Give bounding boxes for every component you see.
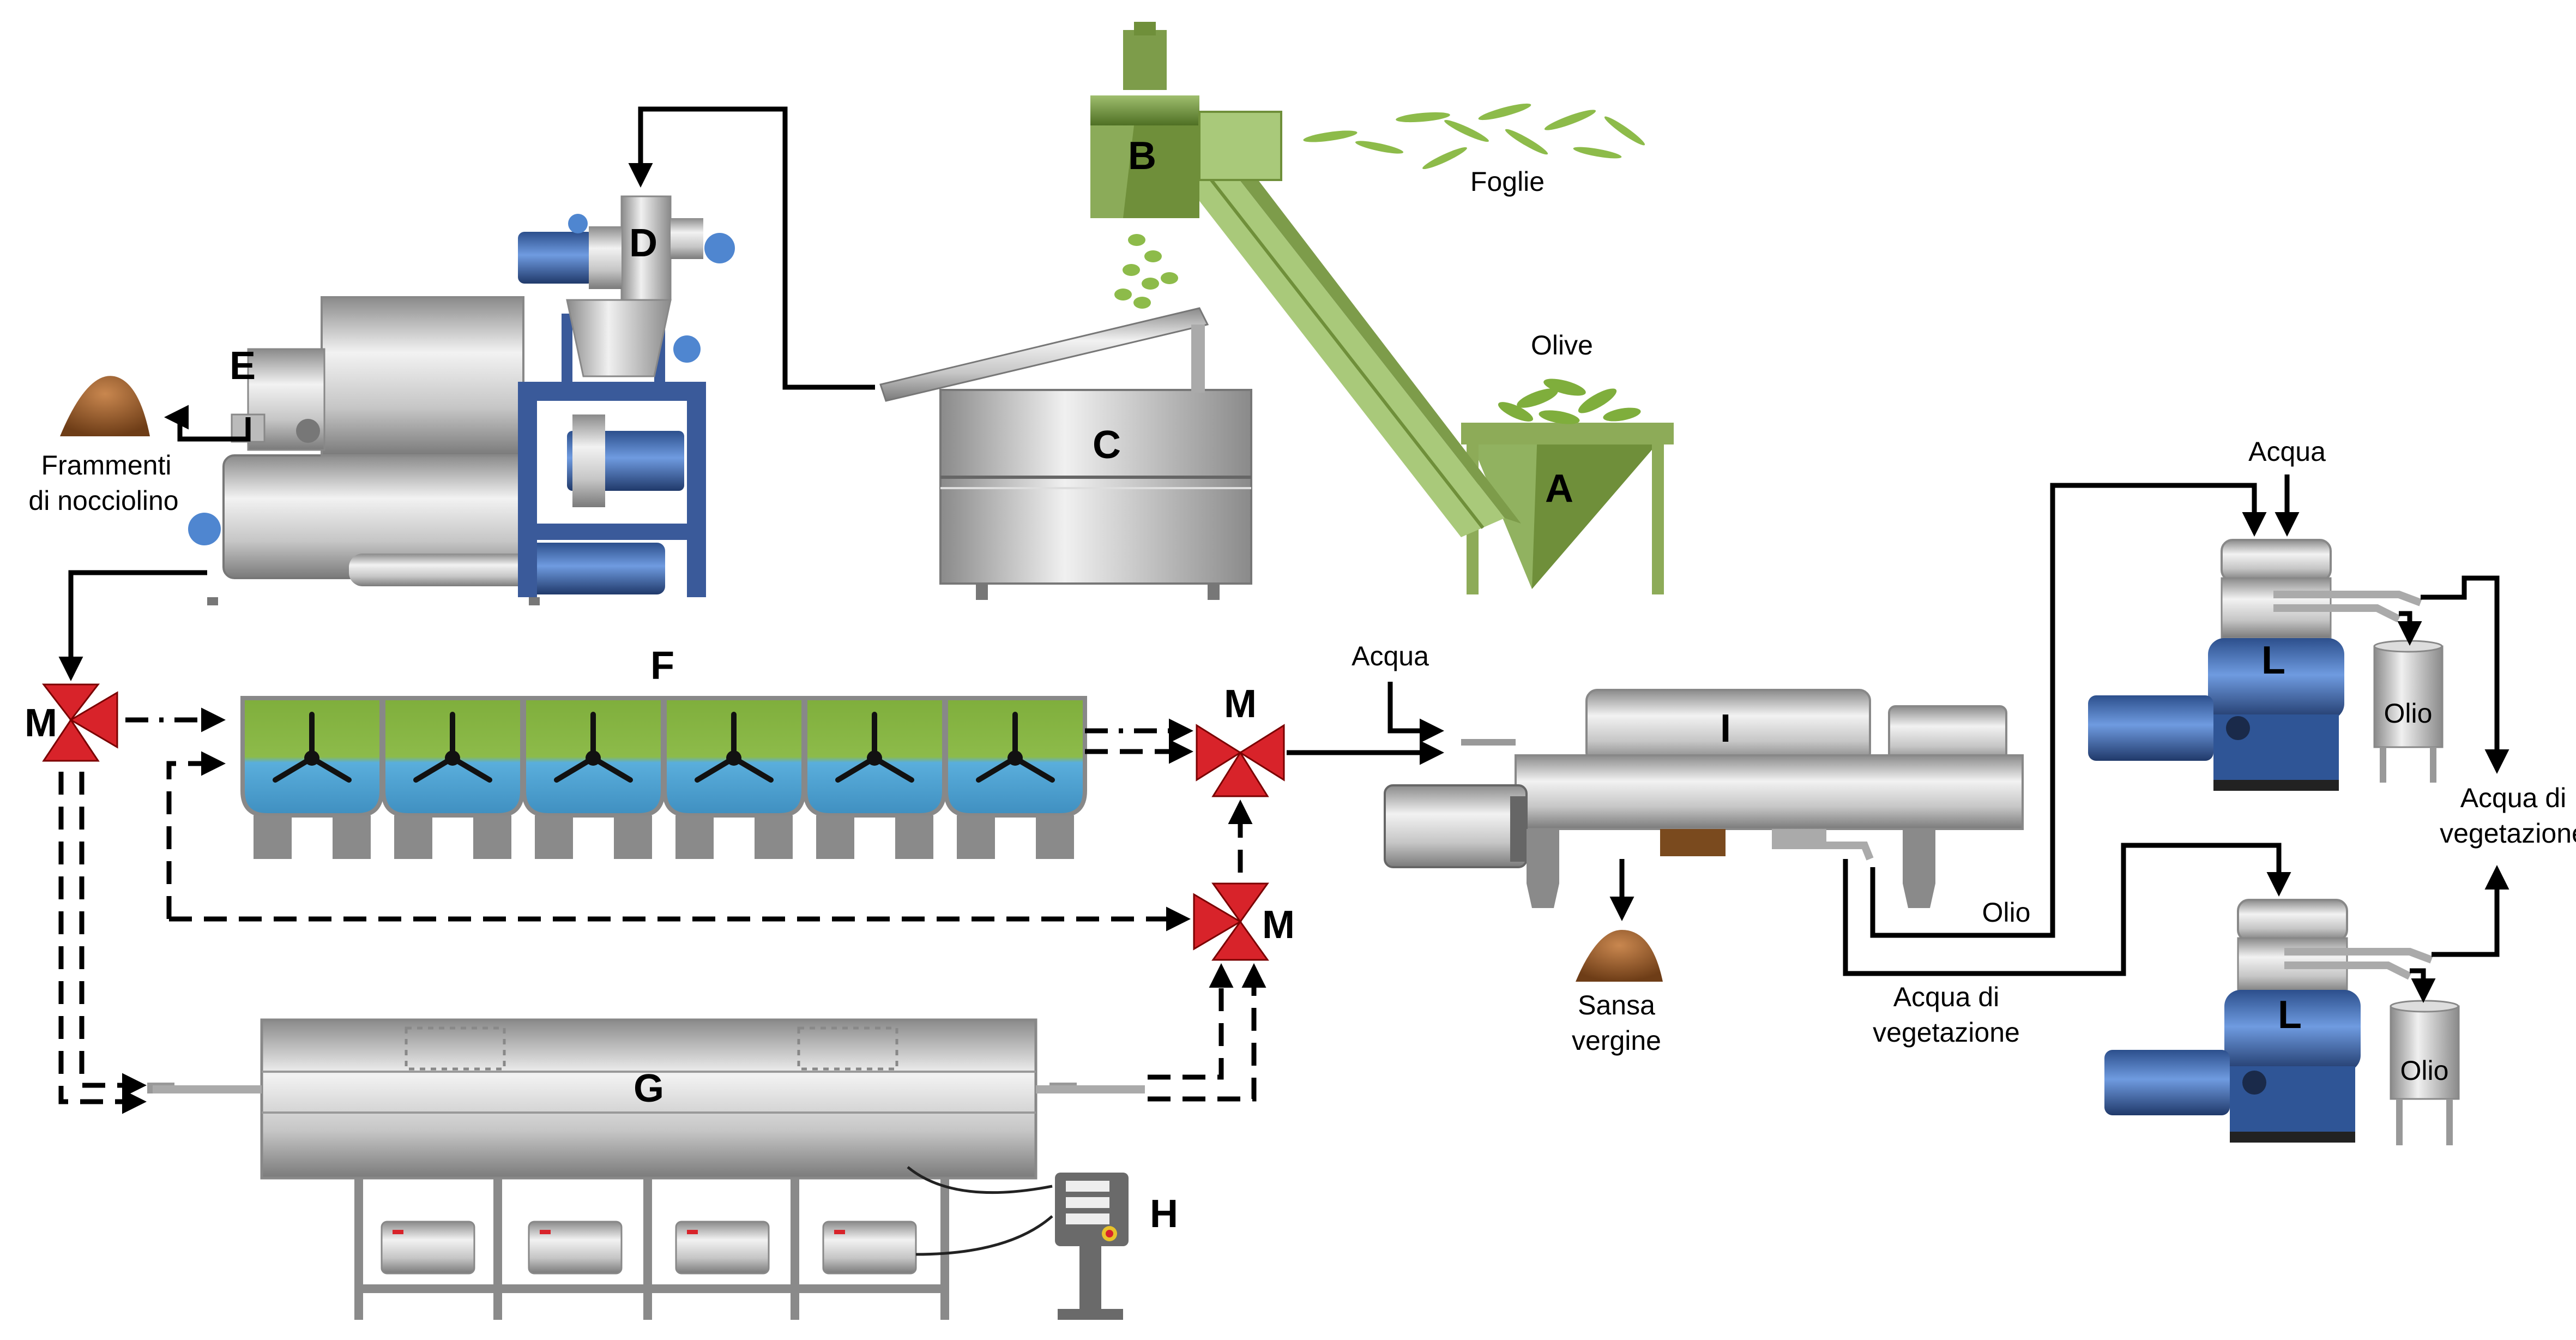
label-acqua-veg-right-1: Acqua di <box>2460 783 2567 813</box>
label-m-right-bottom: M <box>1262 903 1295 947</box>
label-f: F <box>650 644 674 688</box>
label-i: I <box>1720 707 1731 750</box>
oil-tank-bottom <box>2390 1000 2460 1145</box>
valve-m-left-icon <box>41 683 118 762</box>
malaxer-tank <box>240 696 384 859</box>
label-olio-tank-bottom: Olio <box>2400 1055 2449 1086</box>
malaxer-f <box>240 696 1087 859</box>
label-l-top: L <box>2261 639 2285 682</box>
hopper-a <box>1461 378 1674 594</box>
sansa-pile-icon <box>1576 930 1663 982</box>
valve-m-right-top-icon <box>1196 724 1285 797</box>
label-olive: Olive <box>1531 330 1593 360</box>
malaxer-tank <box>381 696 524 859</box>
label-m-left: M <box>25 701 57 745</box>
label-foglie: Foglie <box>1470 166 1545 197</box>
control-panel-h <box>907 1166 1129 1320</box>
leaves-icon <box>1303 103 1645 170</box>
malaxer-tank <box>662 696 806 859</box>
falling-olives-icon <box>1114 234 1178 309</box>
label-frammenti-2: di nocciolino <box>28 485 178 516</box>
separator-l-bottom <box>2104 899 2433 1143</box>
inclined-conveyor <box>1183 164 1521 537</box>
label-c: C <box>1093 423 1121 467</box>
label-l-bottom: L <box>2278 993 2302 1037</box>
leaf-separator-b <box>1090 22 1282 218</box>
label-acqua-veg-right-2: vegetazione <box>2440 818 2576 849</box>
malaxer-tank <box>803 696 946 859</box>
label-m-right-top: M <box>1224 682 1257 726</box>
label-olio-tank-top: Olio <box>2384 698 2433 729</box>
oil-tank-top <box>2373 640 2444 783</box>
label-olio-pipe: Olio <box>1982 897 2031 928</box>
label-g: G <box>634 1067 664 1110</box>
label-acqua-separators: Acqua <box>2248 436 2326 467</box>
label-sansa-1: Sansa <box>1578 990 1655 1020</box>
valve-m-right-bottom-icon <box>1193 882 1269 961</box>
separator-l-top <box>2088 539 2422 791</box>
crusher-d <box>518 195 735 377</box>
heat-exchanger-g <box>147 1018 1145 1320</box>
label-acqua-veg-bottom-1: Acqua di <box>1893 982 2000 1012</box>
label-a: A <box>1545 467 1573 510</box>
label-b: B <box>1128 134 1156 178</box>
malaxer-tank <box>522 696 665 859</box>
flow-lines <box>58 106 2509 1114</box>
decanter-i <box>1384 689 2024 908</box>
label-frammenti-1: Frammenti <box>41 450 172 480</box>
washer-c <box>879 307 1252 600</box>
malaxer-tank <box>944 696 1087 859</box>
pit-fragments-pile-icon <box>60 376 150 436</box>
label-sansa-2: vergine <box>1572 1025 1661 1056</box>
label-d: D <box>629 221 657 265</box>
label-h: H <box>1150 1192 1178 1236</box>
label-acqua-veg-bottom-2: vegetazione <box>1873 1017 2020 1048</box>
label-e: E <box>230 344 256 388</box>
label-acqua-decanter: Acqua <box>1352 641 1429 671</box>
